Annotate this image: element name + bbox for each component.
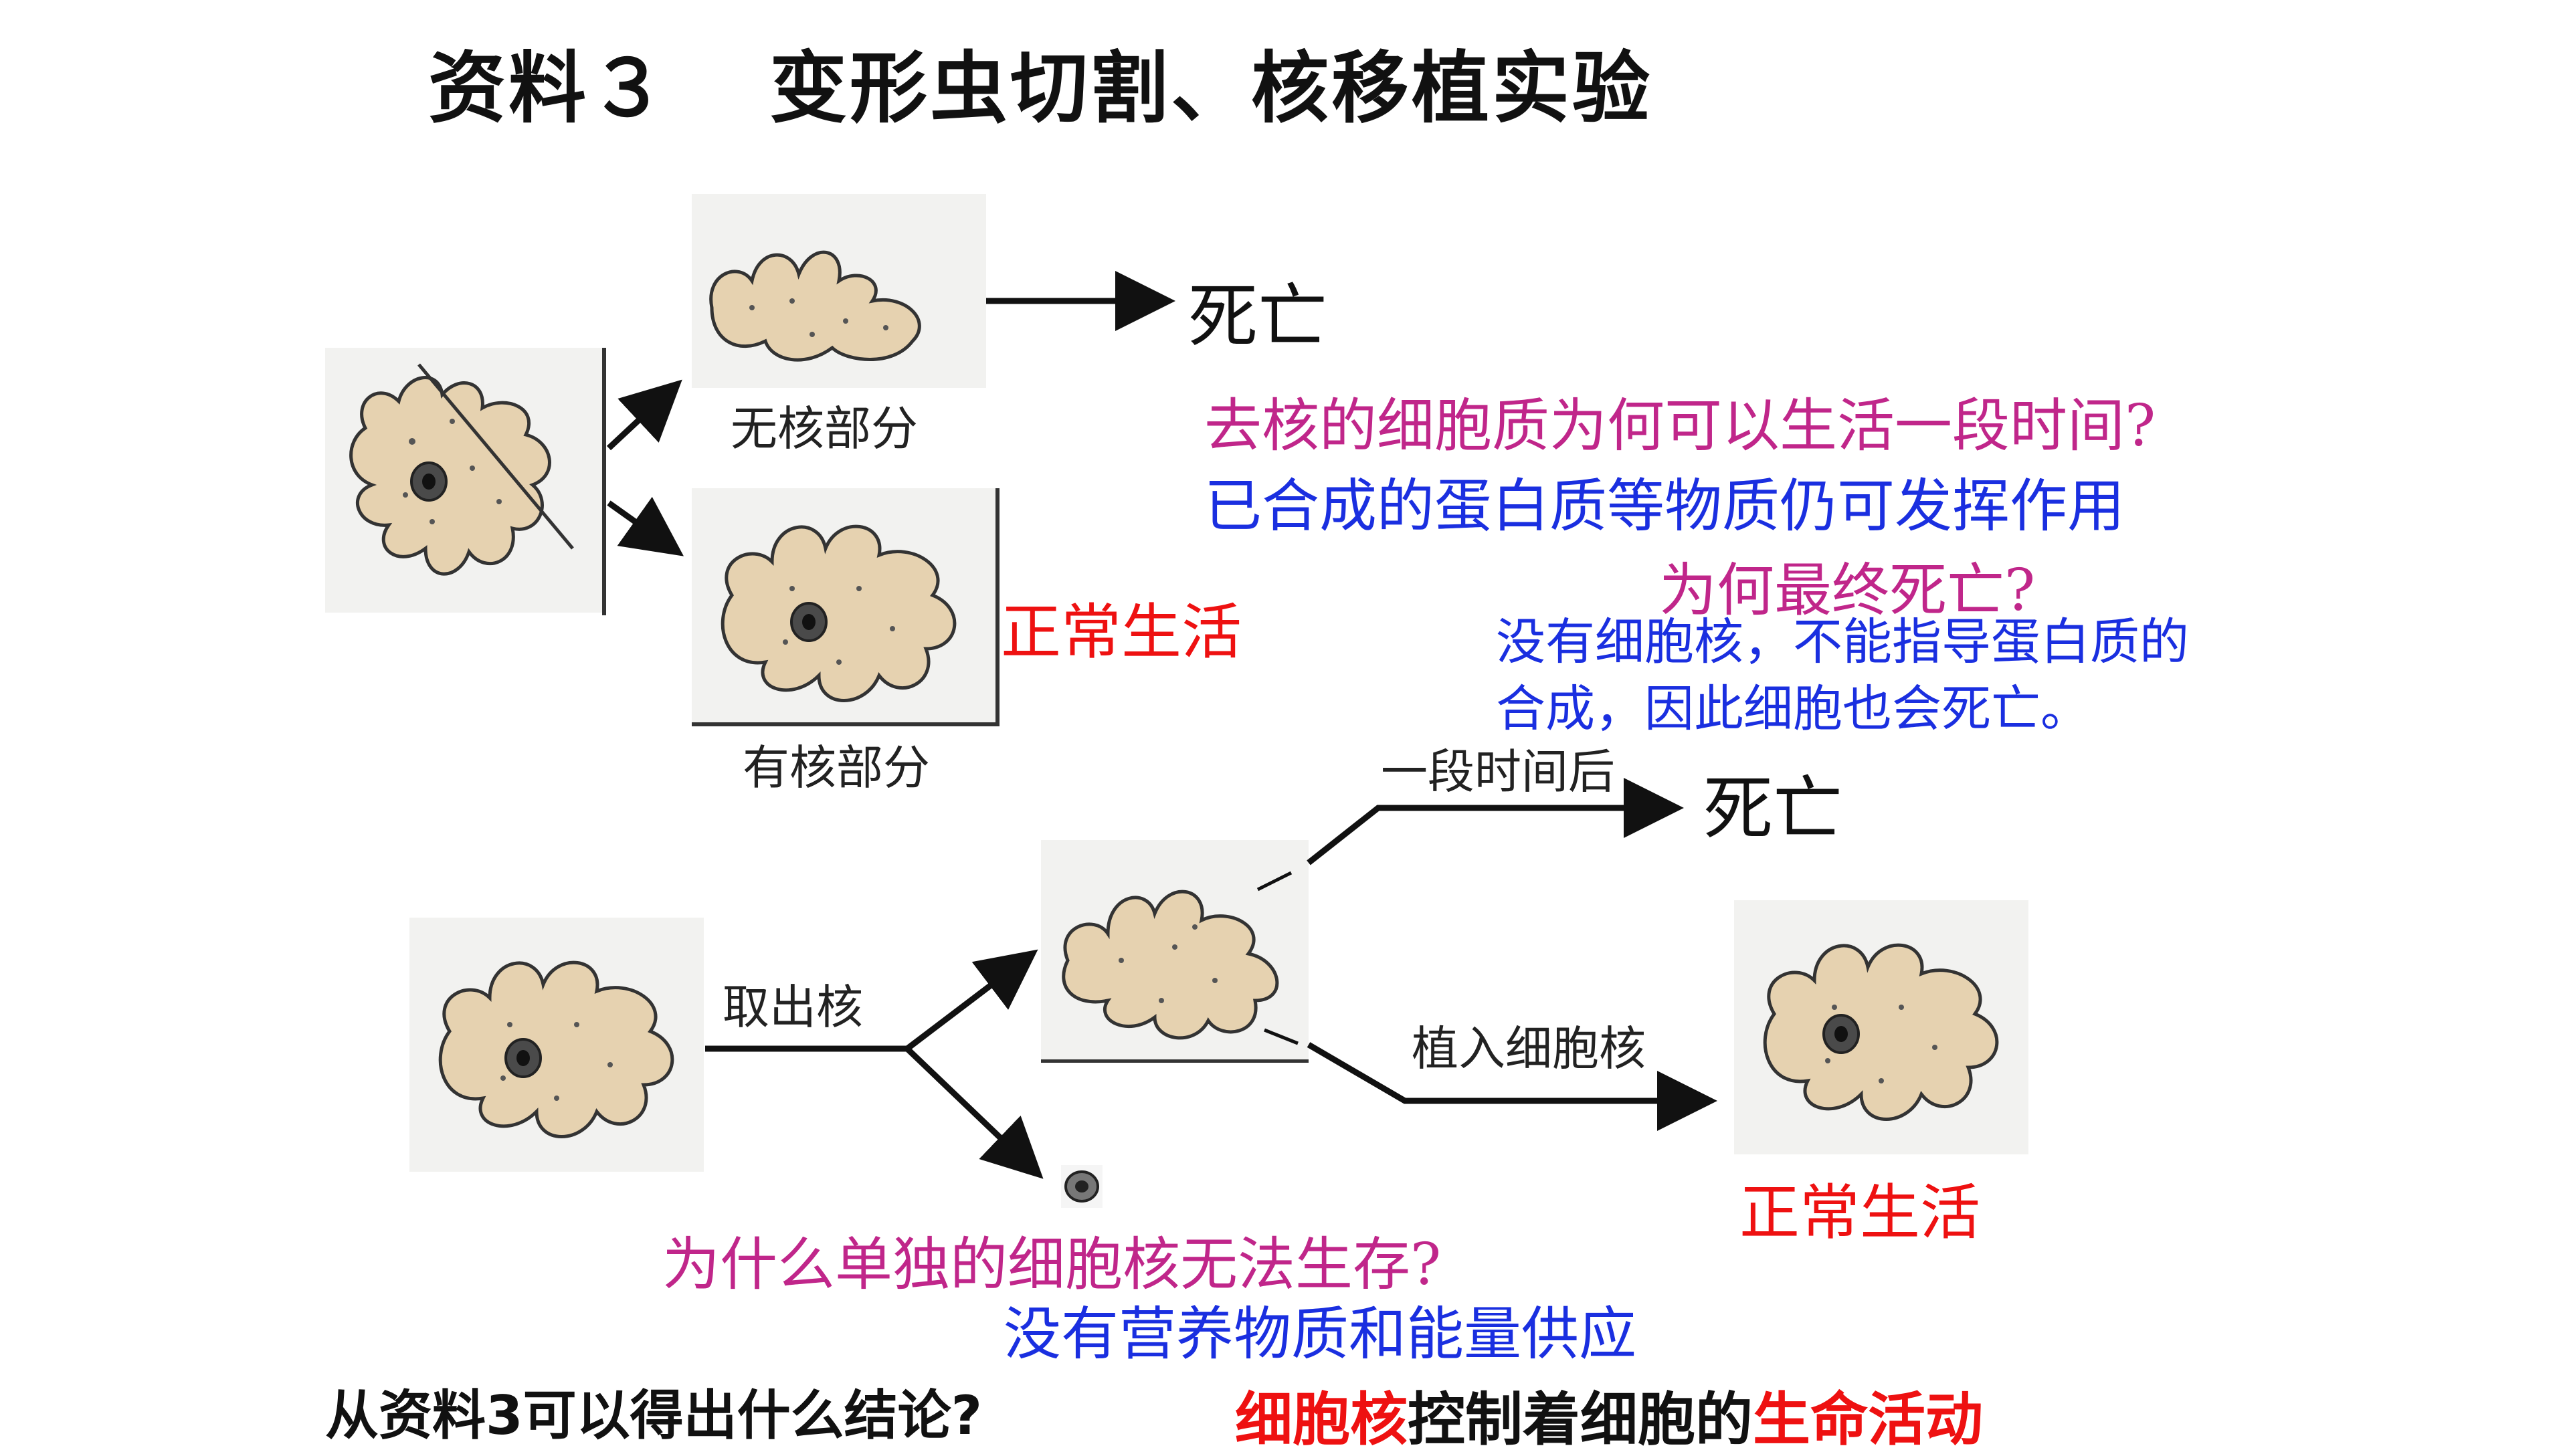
amoeba-icon bbox=[1763, 943, 1999, 1121]
amoeba-icon bbox=[349, 363, 574, 576]
death-label-1: 死亡 bbox=[1188, 276, 1328, 357]
title-part2: 变形虫切割、核移植实验 bbox=[769, 43, 1652, 134]
conclusion-answer: 细胞核控制着细胞的生命活动 bbox=[1235, 1372, 1983, 1456]
arrow-to-nucleus bbox=[905, 1046, 1044, 1179]
amoeba-original-image bbox=[409, 918, 704, 1172]
amoeba-cut-image bbox=[325, 348, 603, 613]
arrow-to-no-nucleus bbox=[606, 379, 682, 451]
arrow-to-with-nucleus bbox=[607, 496, 684, 556]
answer-2-line2: 合成，因此细胞也会死亡。 bbox=[1496, 680, 2090, 738]
title-part1: 资料３ bbox=[428, 43, 669, 134]
amoeba-icon bbox=[438, 960, 674, 1138]
death-label-2: 死亡 bbox=[1703, 768, 1843, 849]
after-time-label: 一段时间后 bbox=[1381, 744, 1615, 799]
normal-label-1: 正常生活 bbox=[1001, 597, 1242, 667]
normal-label-2: 正常生活 bbox=[1739, 1178, 1980, 1248]
no-nucleus-part-image bbox=[692, 194, 986, 388]
question-1: 去核的细胞质为何可以生活一段时间? bbox=[1204, 393, 2156, 459]
isolated-nucleus-image bbox=[1061, 1165, 1103, 1208]
nucleus-icon bbox=[1064, 1170, 1099, 1203]
remove-nucleus-label: 取出核 bbox=[723, 980, 863, 1035]
question-2: 为何最终死亡? bbox=[1659, 557, 2036, 624]
enucleated-amoeba-image bbox=[1041, 840, 1309, 1061]
page-title: 资料３ 变形虫切割、核移植实验 bbox=[428, 25, 1652, 138]
implanted-amoeba-image bbox=[1734, 900, 2028, 1154]
with-nucleus-label: 有核部分 bbox=[743, 740, 930, 795]
conclusion-answer-part3: 生命活动 bbox=[1753, 1386, 1983, 1453]
answer-1: 已合成的蛋白质等物质仍可发挥作用 bbox=[1204, 473, 2125, 540]
conclusion-answer-part2: 控制着细胞的 bbox=[1408, 1386, 1753, 1453]
answer-2-line1: 没有细胞核，不能指导蛋白质的 bbox=[1496, 613, 2189, 671]
question-3: 为什么单独的细胞核无法生存? bbox=[662, 1231, 1442, 1298]
with-nucleus-part-image bbox=[692, 488, 997, 724]
answer-3: 没有营养物质和能量供应 bbox=[1004, 1301, 1636, 1368]
arrow-to-death-2 bbox=[1307, 778, 1684, 865]
implant-nucleus-label: 植入细胞核 bbox=[1412, 1021, 1646, 1076]
amoeba-icon bbox=[1062, 890, 1279, 1040]
amoeba-icon bbox=[709, 250, 921, 362]
arrow-to-enucleated bbox=[905, 949, 1038, 1051]
amoeba-icon bbox=[721, 524, 957, 702]
arrow-to-implanted bbox=[1307, 1042, 1717, 1131]
no-nucleus-label: 无核部分 bbox=[731, 401, 918, 456]
conclusion-answer-part1: 细胞核 bbox=[1235, 1386, 1408, 1453]
conclusion-question: 从资料3可以得出什么结论? bbox=[325, 1384, 983, 1447]
answer-2: 没有细胞核，不能指导蛋白质的 合成，因此细胞也会死亡。 bbox=[1496, 609, 2189, 742]
